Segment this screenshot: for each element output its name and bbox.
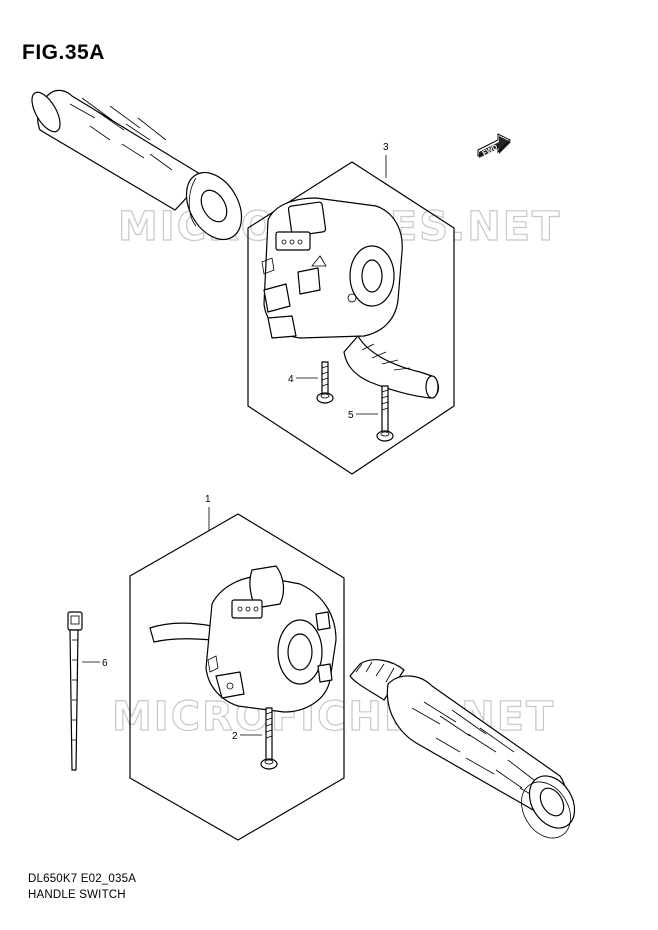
callout-5-label: 5 [348,410,354,421]
callout-6-label: 6 [102,658,108,669]
switch-cable [343,335,440,399]
screw-5 [376,385,394,442]
right-handle-switch-housing [149,565,337,713]
assembly-3-outline [247,161,455,475]
fwd-arrow-icon: FWD [477,133,511,158]
model-code: DL650K7 E02_035A [28,873,137,885]
callout-2-group: 2 [232,731,262,742]
callout-1-label: 1 [205,494,211,505]
callout-6-group: 6 [82,658,108,669]
right-throttle-grip [349,659,576,839]
figure-caption: HANDLE SWITCH [28,889,126,901]
callout-3-group: 3 [383,142,389,178]
figure-title: FIG.35A [22,41,105,64]
fwd-label: FWD [482,144,499,158]
callout-2-label: 2 [232,731,238,742]
callout-4-label: 4 [288,374,294,385]
screw-2 [260,707,278,770]
assembly-1-outline [129,513,345,841]
callout-3-label: 3 [383,142,389,153]
screw-4 [316,361,334,404]
callout-1-group: 1 [205,494,211,530]
cable-tie-6 [67,611,83,771]
callout-5-group: 5 [348,410,378,421]
left-handle-switch-housing [261,197,403,339]
callout-4-group: 4 [288,374,318,385]
left-handlebar-grip [31,89,243,241]
